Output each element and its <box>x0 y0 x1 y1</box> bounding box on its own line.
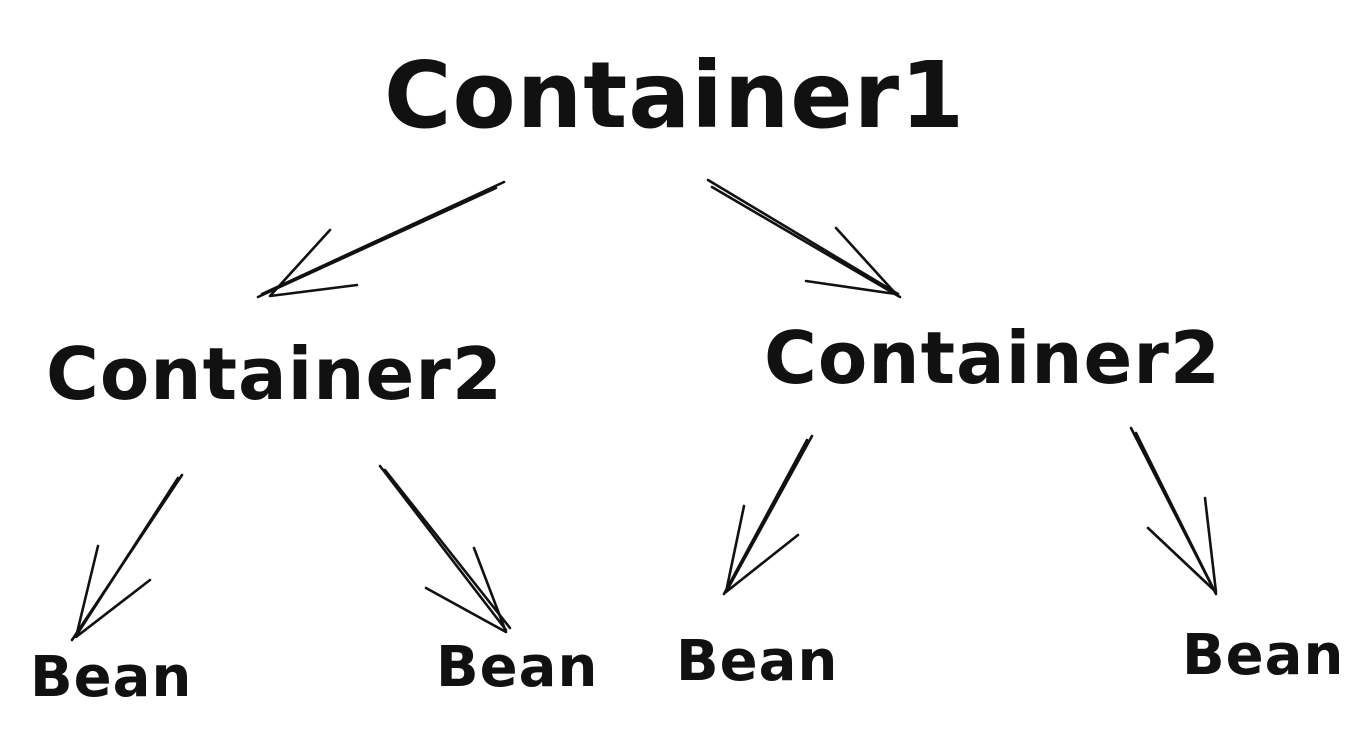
arrow-head <box>1146 496 1218 594</box>
arrow-head <box>74 544 152 639</box>
node-bean-4-label: Bean <box>1182 623 1345 688</box>
arrow-head <box>424 546 508 634</box>
node-container2-right-label: Container2 <box>764 316 1221 400</box>
node-container1-label: Container1 <box>384 42 966 149</box>
node-bean-2-label: Bean <box>436 635 599 700</box>
edge-root-to-container-left <box>256 180 506 299</box>
arrow-shaft <box>74 476 180 638</box>
edge-container-right-to-bean-3 <box>722 434 814 596</box>
arrow-head <box>268 228 359 298</box>
arrow-head <box>804 226 898 296</box>
edge-container-left-to-bean-1 <box>70 473 184 642</box>
arrow-head <box>724 504 800 594</box>
arrow-shaft <box>722 438 809 596</box>
edge-container-left-to-bean-2 <box>378 464 512 634</box>
edge-root-to-container-right <box>706 178 902 299</box>
arrow-shaft <box>383 468 512 630</box>
node-bean-3-label: Bean <box>676 629 839 694</box>
arrow-shaft <box>710 185 902 299</box>
edge-container-right-to-bean-4 <box>1129 426 1218 596</box>
arrow-shaft <box>1134 431 1216 592</box>
node-bean-1-label: Bean <box>30 645 193 710</box>
node-container2-left-label: Container2 <box>46 332 503 416</box>
arrow-shaft <box>378 464 508 632</box>
arrow-shaft <box>706 178 900 296</box>
arrow-shaft <box>256 186 498 299</box>
